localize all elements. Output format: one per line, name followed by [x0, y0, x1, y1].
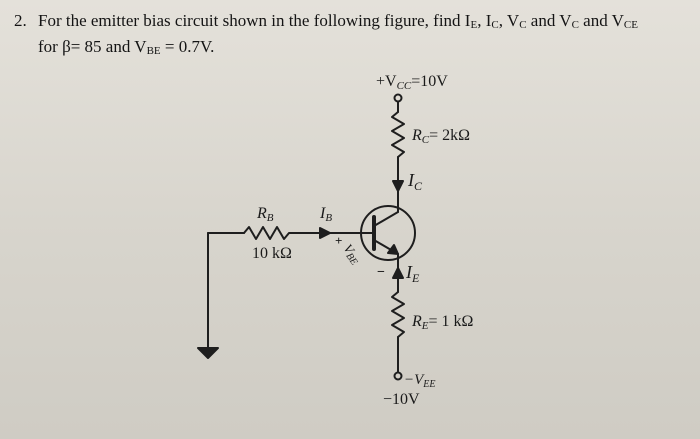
vee-value: −10V [383, 391, 420, 408]
ground-icon [197, 347, 219, 359]
re-label: RE= 1 kΩ [411, 313, 474, 332]
question-line-1: 2.For the emitter bias circuit shown in … [14, 11, 638, 31]
rb-resistor [243, 226, 321, 240]
emitter-arrow [387, 244, 399, 255]
rb-label: RB [256, 205, 274, 224]
question-line-2: for β= 85 and VBE = 0.7V. [38, 37, 215, 57]
rc-label: RC= 2kΩ [411, 127, 470, 146]
rb-value: 10 kΩ [252, 245, 292, 262]
ie-label: IE [405, 262, 420, 285]
vcc-terminal [393, 93, 403, 103]
transistor-collector-lead [373, 211, 399, 227]
vcc-label: +VCC=10V [376, 73, 448, 92]
ib-label: IB [319, 205, 332, 224]
question-text: 2.For the emitter bias circuit shown in … [14, 10, 684, 62]
ic-arrow [392, 180, 404, 192]
question-number: 2. [14, 11, 27, 30]
vee-label: −VEE [404, 372, 436, 390]
vbe-label: VBE [339, 241, 364, 267]
rc-resistor [391, 111, 405, 158]
vbe-plus: + [335, 233, 342, 248]
ie-arrow [392, 267, 404, 279]
ib-arrow [319, 227, 331, 239]
vee-terminal [393, 371, 403, 381]
re-resistor [391, 291, 405, 338]
ic-label: IC [407, 170, 423, 193]
vbe-minus: − [377, 265, 385, 280]
